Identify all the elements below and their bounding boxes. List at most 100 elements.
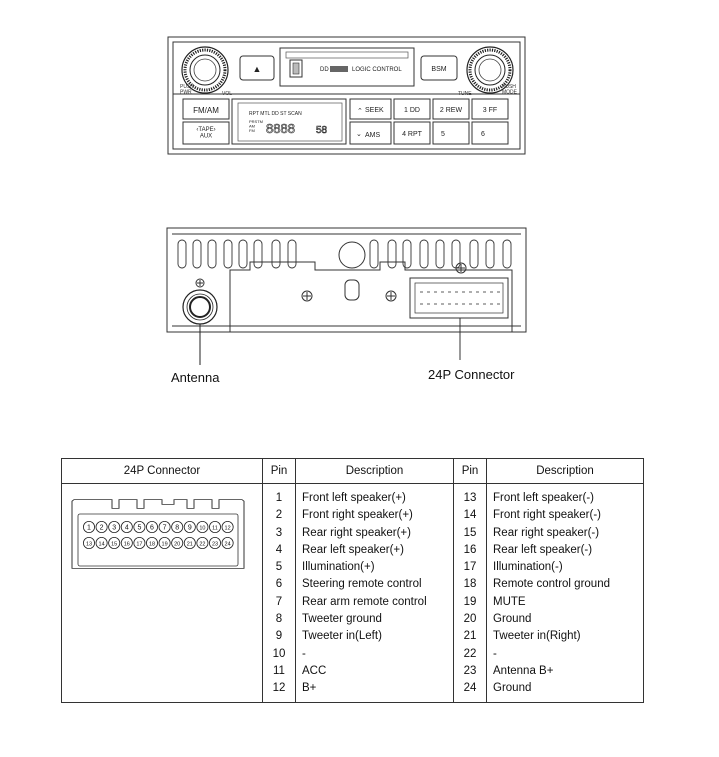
antenna-label: Antenna bbox=[171, 370, 220, 385]
pin-number: 3 bbox=[275, 526, 283, 539]
pin-number: 20 bbox=[463, 613, 477, 626]
pin-description: Rear left speaker(-) bbox=[493, 543, 593, 556]
svg-text:RPT MTL DD ST SCAN: RPT MTL DD ST SCAN bbox=[249, 111, 302, 117]
radio-rear-panel bbox=[166, 227, 527, 365]
pin-description: Rear arm remote control bbox=[302, 595, 427, 608]
logic-control-label: LOGIC CONTROL bbox=[352, 67, 402, 73]
connector-pin-number: 12 bbox=[225, 525, 231, 531]
connector-pin-circle bbox=[82, 521, 95, 534]
svg-text:‹TAPE›AUX: ‹TAPE›AUX bbox=[196, 127, 215, 140]
vent-slot bbox=[271, 239, 281, 269]
connector-pin-number: 8 bbox=[175, 524, 179, 531]
connector-pin-circle bbox=[208, 521, 221, 534]
vent-slot bbox=[223, 239, 233, 269]
svg-text:8888: 8888 bbox=[266, 121, 295, 136]
connector-pin-number: 5 bbox=[137, 524, 141, 531]
preset-button-6[interactable]: 6 bbox=[471, 121, 509, 145]
ams-button[interactable]: ⌄ AMS bbox=[349, 121, 392, 145]
pin-number: 1 bbox=[275, 492, 283, 504]
pin-number: 4 bbox=[275, 543, 283, 556]
connector-pin-number: 1 bbox=[87, 524, 91, 531]
connector-pin-number: 23 bbox=[212, 541, 218, 547]
pin-description: Steering remote control bbox=[302, 578, 422, 591]
connector-pin-circle bbox=[221, 537, 234, 550]
fm-am-button[interactable]: FM/AM bbox=[182, 98, 230, 120]
connector-pin-circle bbox=[82, 537, 95, 550]
svg-text:BSM: BSM bbox=[431, 66, 446, 73]
seek-button[interactable]: ⌃ SEEK bbox=[349, 98, 392, 120]
pin-table-header: 24P Connector Pin Description Pin Descri… bbox=[61, 458, 644, 484]
svg-text:58: 58 bbox=[316, 125, 328, 136]
vent-slot bbox=[238, 239, 248, 269]
vent-slot bbox=[207, 239, 217, 269]
pin-description: ACC bbox=[302, 664, 327, 677]
connector-pin-circle bbox=[158, 537, 171, 550]
connector-pin-number: 18 bbox=[149, 541, 155, 547]
rear-boss bbox=[338, 241, 366, 269]
vent-slot bbox=[435, 239, 445, 269]
cassette-door: DD LOGIC CONTROL bbox=[279, 47, 415, 87]
header-desc-left: Description bbox=[295, 458, 454, 484]
pin-description: Rear right speaker(+) bbox=[302, 526, 411, 539]
connector-pin-circle bbox=[108, 537, 121, 550]
pin-description: Ground bbox=[493, 613, 532, 626]
connector-pin-number: 14 bbox=[99, 541, 105, 547]
pin-description: Rear left speaker(+) bbox=[302, 543, 404, 556]
screw-icon bbox=[195, 278, 205, 288]
svg-text:2 REW: 2 REW bbox=[440, 107, 463, 114]
preset-button-4[interactable]: 4 RPT bbox=[393, 121, 431, 145]
connector-pin-number: 19 bbox=[162, 541, 168, 547]
connector-pin-circle bbox=[171, 521, 184, 534]
svg-text:3 FF: 3 FF bbox=[483, 107, 497, 114]
pin-number: 17 bbox=[463, 561, 477, 574]
pin-number: 2 bbox=[275, 509, 283, 522]
bsm-button[interactable]: BSM bbox=[420, 55, 458, 81]
pin-number: 12 bbox=[272, 682, 286, 695]
vent-slot bbox=[419, 239, 429, 269]
vent-slot bbox=[177, 239, 187, 269]
screw-icon bbox=[301, 290, 313, 302]
vent-slot bbox=[369, 239, 379, 269]
connector-pin-circle bbox=[183, 537, 196, 550]
connector-pin-number: 22 bbox=[199, 541, 205, 547]
pin-number: 10 bbox=[272, 647, 286, 660]
connector-pin-number: 15 bbox=[111, 541, 117, 547]
preset-button-1[interactable]: 1 DD bbox=[393, 98, 431, 120]
connector-pin-circle bbox=[108, 521, 121, 534]
pin-number: 16 bbox=[463, 543, 477, 556]
pin-description: B+ bbox=[302, 682, 317, 695]
pin-number: 9 bbox=[275, 630, 283, 643]
pin-description: Remote control ground bbox=[493, 578, 610, 591]
volume-knob[interactable] bbox=[181, 46, 229, 94]
svg-text:AMS: AMS bbox=[365, 132, 381, 139]
pin-description: Ground bbox=[493, 682, 532, 695]
header-connector: 24P Connector bbox=[61, 458, 263, 484]
svg-text:▲: ▲ bbox=[253, 64, 262, 74]
vent-slot bbox=[192, 239, 202, 269]
tape-aux-button[interactable]: ‹TAPE›AUX bbox=[182, 121, 230, 145]
connector-pin-number: 2 bbox=[100, 524, 104, 531]
preset-button-3[interactable]: 3 FF bbox=[471, 98, 509, 120]
connector-pin-number: 9 bbox=[188, 524, 192, 531]
knob-label-tune: TUNE bbox=[458, 91, 472, 97]
vent-slot bbox=[469, 239, 479, 269]
preset-button-2[interactable]: 2 REW bbox=[432, 98, 470, 120]
tune-knob[interactable] bbox=[466, 46, 514, 94]
connector-pin-number: 17 bbox=[136, 541, 142, 547]
rear-vents bbox=[177, 239, 512, 269]
pin-number: 22 bbox=[463, 647, 477, 660]
pin-description: Front right speaker(-) bbox=[493, 509, 602, 522]
pin-description: Front left speaker(-) bbox=[493, 492, 594, 504]
eject-button[interactable]: ▲ bbox=[239, 55, 275, 81]
preset-button-5[interactable]: 5 bbox=[432, 121, 470, 145]
pin-description: Front left speaker(+) bbox=[302, 492, 406, 504]
pin-description: MUTE bbox=[493, 595, 526, 608]
connector-pin-circle bbox=[146, 537, 159, 550]
pin-description: Tweeter ground bbox=[302, 613, 382, 626]
vent-slot bbox=[402, 239, 412, 269]
vent-slot bbox=[287, 239, 297, 269]
pin-description: Illumination(+) bbox=[302, 561, 375, 574]
